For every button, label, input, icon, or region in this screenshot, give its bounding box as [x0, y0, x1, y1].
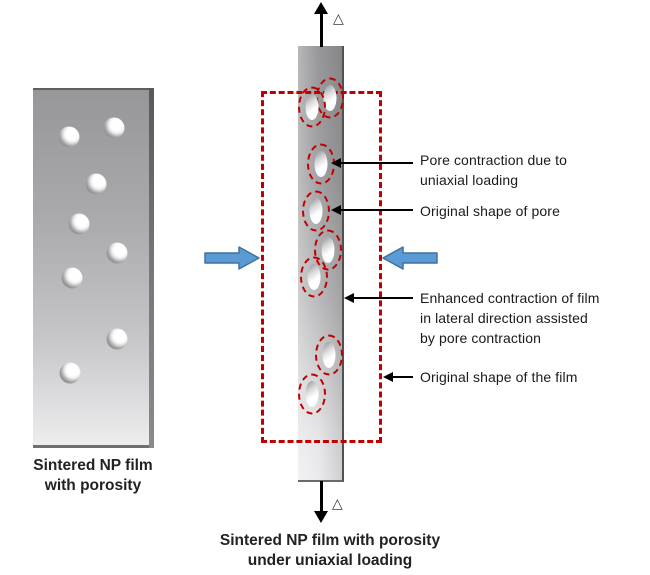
delta-top-label: △ [333, 11, 344, 27]
annotation-arrow-4-shaft [392, 376, 413, 378]
contracted-pore-hole [322, 342, 336, 368]
annotation-arrow-1-head-icon [331, 158, 341, 168]
contracted-pore-hole [305, 381, 319, 407]
annotation-arrow-1-shaft [340, 162, 413, 164]
original-pore-outline [298, 86, 326, 128]
down-arrow-icon [320, 481, 323, 513]
annotation-arrow-2-shaft [340, 209, 413, 211]
original-pore-outline [300, 256, 328, 298]
up-arrow-icon [320, 10, 323, 47]
original-pore-outline [302, 190, 330, 232]
contracted-pore-hole [323, 85, 337, 111]
pore-circle [103, 117, 125, 139]
annotation-original-pore-shape: Original shape of pore [420, 203, 560, 219]
pore-circle [106, 328, 128, 350]
left-film-caption: Sintered NP film with porosity [33, 457, 153, 494]
pore-circle [85, 173, 107, 195]
sintered-film-slab [33, 88, 149, 448]
compression-arrow-right-icon [382, 246, 438, 270]
original-pore-outline [315, 334, 343, 376]
annotation-arrow-3-head-icon [344, 293, 354, 303]
original-pore-outline [314, 229, 342, 271]
annotation-original-film-shape: Original shape of the film [420, 369, 578, 385]
annotation-arrow-3-shaft [353, 297, 413, 299]
pore-circle [68, 213, 90, 235]
contracted-pore-hole [321, 237, 335, 263]
contracted-pore-hole [309, 198, 323, 224]
annotation-enhanced-contraction: Enhanced contraction of film in lateral … [420, 290, 600, 346]
delta-bottom-label: △ [332, 496, 343, 512]
compression-arrow-left-icon [204, 246, 260, 270]
contracted-pore-hole [305, 94, 319, 120]
down-arrow-head-icon [314, 511, 328, 523]
pore-circle [61, 267, 83, 289]
contracted-pore-hole [314, 151, 328, 177]
pore-circle [106, 242, 128, 264]
contracted-pore-hole [307, 264, 321, 290]
pore-circle [58, 126, 80, 148]
original-pore-outline [298, 373, 326, 415]
sintered-film-slab-side-face [149, 88, 154, 448]
annotation-arrow-4-head-icon [383, 372, 393, 382]
loaded-film-caption: Sintered NP film with porosity under uni… [219, 532, 441, 569]
annotation-arrow-2-head-icon [331, 205, 341, 215]
up-arrow-head-icon [314, 2, 328, 14]
annotation-pore-contraction: Pore contraction due to uniaxial loading [420, 152, 568, 188]
pore-circle [59, 362, 81, 384]
